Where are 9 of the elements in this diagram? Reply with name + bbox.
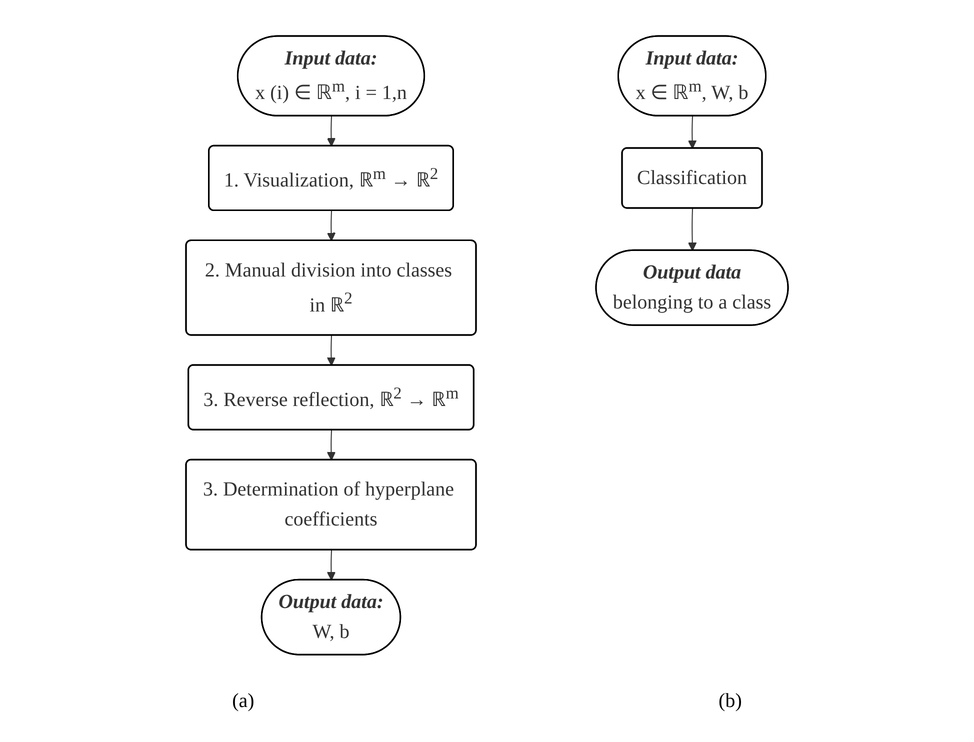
arrow: [326, 429, 336, 460]
arrow: [326, 549, 336, 580]
arrow: [326, 210, 336, 241]
arrow: [688, 115, 697, 149]
arrow: [688, 208, 697, 251]
panel-label: (b): [718, 690, 742, 713]
arrow: [326, 115, 336, 146]
panel-label: (a): [232, 690, 254, 713]
arrow: [326, 334, 336, 366]
